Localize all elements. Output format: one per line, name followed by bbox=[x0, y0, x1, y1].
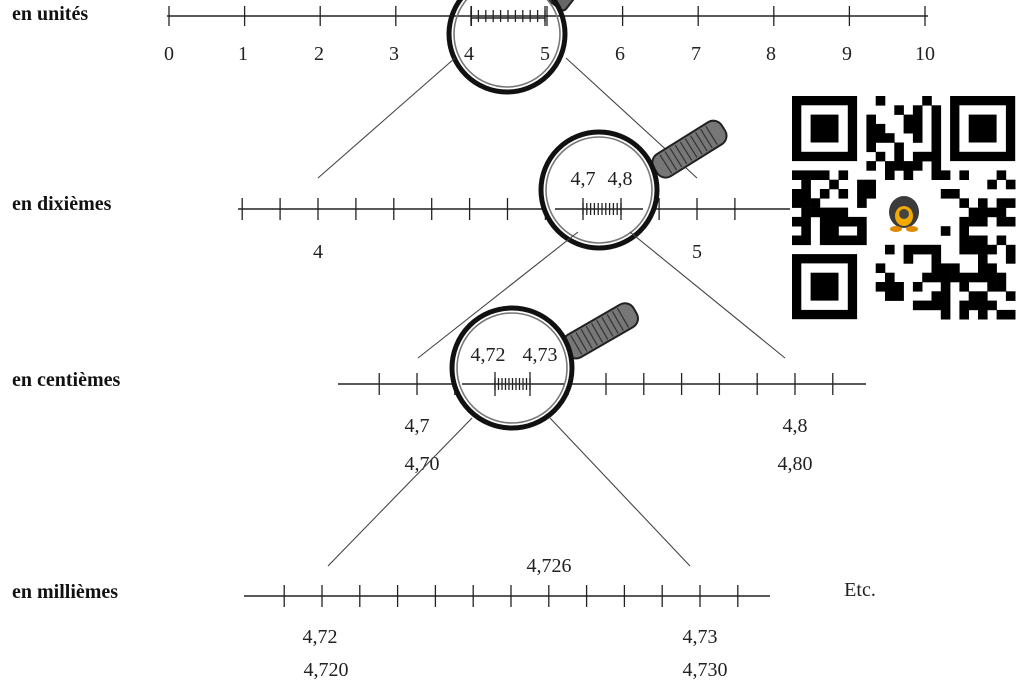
magnifying-glass-icon: 4,72 4,73 bbox=[449, 302, 639, 431]
tick-label-4-tenths: 4 bbox=[313, 241, 323, 263]
tick-label-4-72: 4,72 bbox=[303, 626, 338, 648]
tick-label-2: 2 bbox=[314, 43, 324, 65]
row-label-units: en unités bbox=[12, 3, 88, 25]
minor-ticks-lens-1 bbox=[470, 6, 546, 26]
tick-label-7: 7 bbox=[691, 43, 701, 65]
tick-label-1: 1 bbox=[238, 43, 248, 65]
tick-labels-units: 0 1 2 3 4 5 6 7 8 9 10 bbox=[164, 43, 935, 65]
guide-line bbox=[327, 417, 473, 567]
tick-label-4-80: 4,80 bbox=[778, 453, 813, 475]
lens-label-4-8: 4,8 bbox=[608, 168, 633, 190]
mascot-icon bbox=[884, 190, 924, 232]
tick-label-0: 0 bbox=[164, 43, 174, 65]
tick-label-4-730: 4,730 bbox=[683, 659, 728, 680]
tick-label-4-726: 4,726 bbox=[527, 555, 572, 577]
tick-label-5-tenths: 5 bbox=[692, 241, 702, 263]
tick-label-10: 10 bbox=[915, 43, 935, 65]
tick-label-8: 8 bbox=[766, 43, 776, 65]
lens-label-4-7: 4,7 bbox=[571, 168, 596, 190]
ticks-thousandths bbox=[283, 585, 739, 607]
lens-label-4-72: 4,72 bbox=[471, 344, 506, 366]
tick-label-3: 3 bbox=[389, 43, 399, 65]
tick-label-5: 5 bbox=[540, 43, 550, 65]
tick-label-4-720: 4,720 bbox=[304, 659, 349, 680]
tick-label-6: 6 bbox=[615, 43, 625, 65]
tick-label-4: 4 bbox=[464, 43, 474, 65]
magnifying-glass-icon bbox=[446, 0, 580, 95]
tick-label-9: 9 bbox=[842, 43, 852, 65]
tick-label-4-73: 4,73 bbox=[683, 626, 718, 648]
row-label-hundredths: en centièmes bbox=[12, 369, 121, 391]
magnifying-glass-icon: 4,7 4,8 bbox=[538, 119, 728, 251]
guide-line bbox=[317, 57, 456, 179]
tick-label-4-8: 4,8 bbox=[783, 415, 808, 437]
etc-label: Etc. bbox=[844, 579, 876, 601]
guide-line bbox=[417, 231, 579, 359]
minor-ticks-lens-3 bbox=[494, 372, 531, 396]
tick-label-4-7: 4,7 bbox=[405, 415, 430, 437]
qr-code-icon bbox=[792, 96, 1016, 330]
minor-ticks-lens-2 bbox=[582, 198, 622, 220]
guide-line bbox=[629, 231, 786, 359]
lens-label-4-73: 4,73 bbox=[523, 344, 558, 366]
tick-label-4-70: 4,70 bbox=[405, 453, 440, 475]
row-label-thousandths: en millièmes bbox=[12, 581, 118, 603]
guide-line bbox=[549, 417, 691, 567]
row-label-tenths: en dixièmes bbox=[12, 193, 112, 215]
